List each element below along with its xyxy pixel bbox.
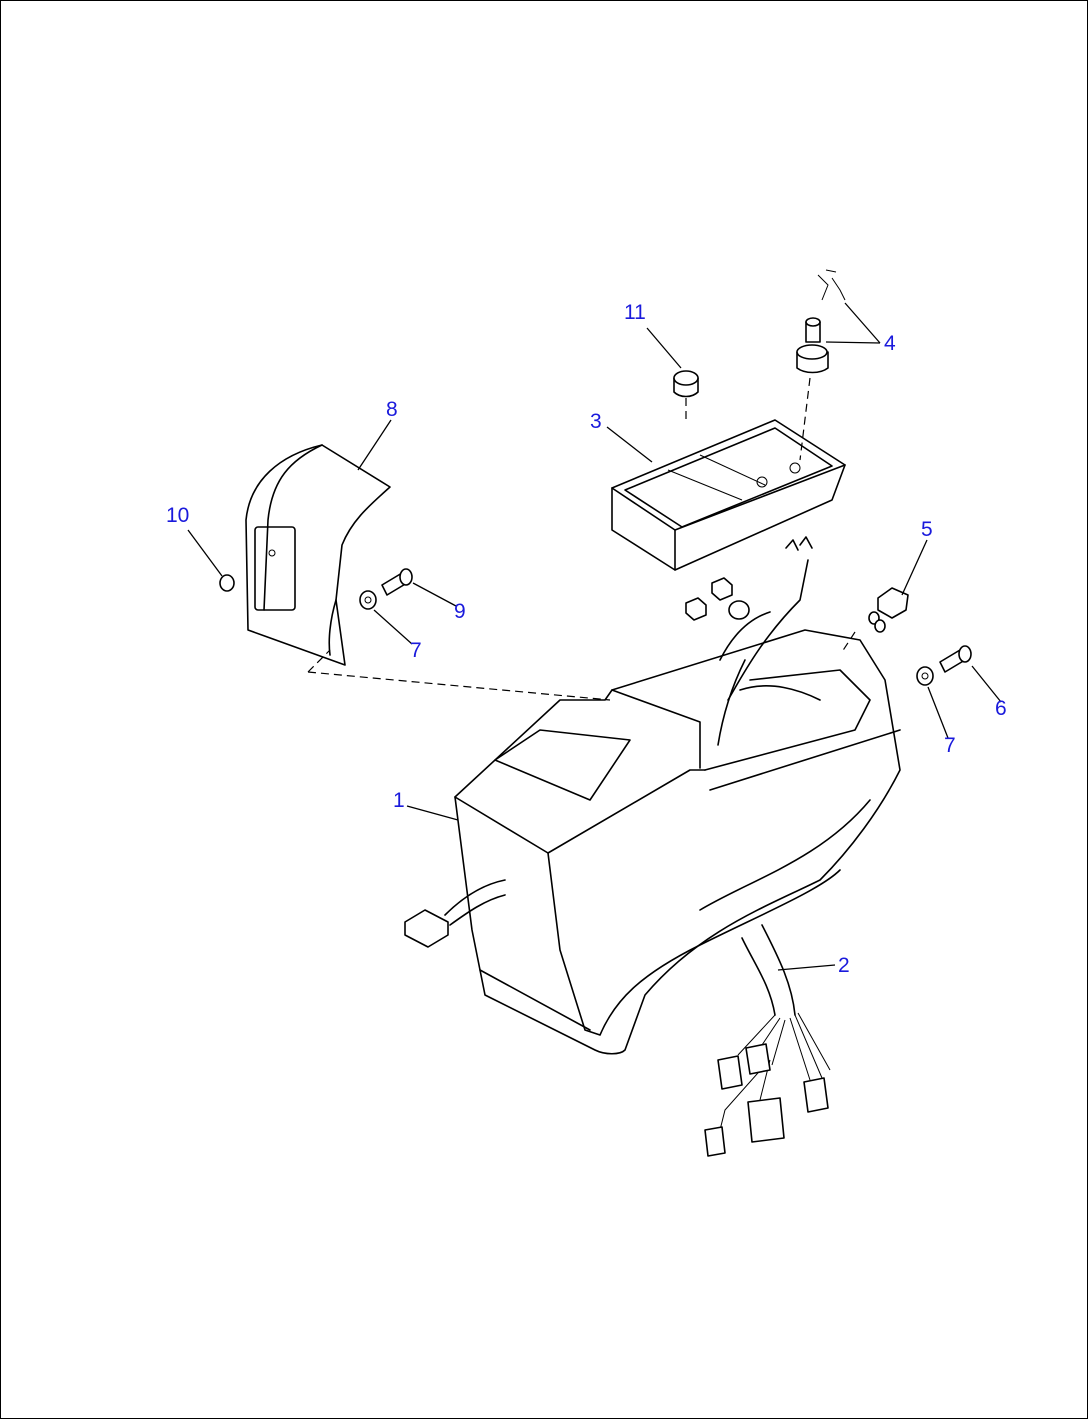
part-7-washer-left bbox=[359, 590, 377, 610]
part-6-bolt bbox=[939, 645, 972, 673]
panel-connectors bbox=[685, 536, 813, 621]
part-7-washer-right bbox=[916, 666, 934, 686]
callout-10: 10 bbox=[166, 504, 189, 527]
callout-6: 6 bbox=[995, 697, 1007, 720]
part-8-side-cover bbox=[245, 444, 391, 666]
callout-8: 8 bbox=[386, 398, 398, 421]
callout-5: 5 bbox=[921, 518, 933, 541]
console-harness-wires bbox=[717, 559, 821, 746]
part-11-lamp bbox=[673, 370, 699, 420]
callout-labels: 1 2 3 4 5 6 7 7 8 9 10 11 bbox=[166, 301, 1007, 977]
part-4-switch bbox=[796, 269, 846, 461]
callout-1: 1 bbox=[393, 789, 405, 812]
part-1-console-box bbox=[454, 629, 901, 1055]
callout-4: 4 bbox=[884, 332, 896, 355]
callout-11: 11 bbox=[624, 301, 646, 324]
callout-7-left: 7 bbox=[410, 639, 422, 662]
part-1-side-connector bbox=[404, 879, 506, 948]
part-3-monitor-panel bbox=[611, 419, 846, 571]
callout-9: 9 bbox=[454, 600, 466, 623]
callout-3: 3 bbox=[590, 410, 602, 433]
callout-7-right: 7 bbox=[944, 734, 956, 757]
part-5-switch bbox=[841, 587, 909, 653]
part-2-wiring-harness bbox=[704, 924, 831, 1157]
callout-2: 2 bbox=[838, 954, 850, 977]
part-9-bolt bbox=[381, 568, 413, 596]
part-10-clip bbox=[219, 574, 235, 592]
leader-lines bbox=[187, 302, 1002, 971]
assembly-line-8-to-1 bbox=[307, 649, 611, 701]
